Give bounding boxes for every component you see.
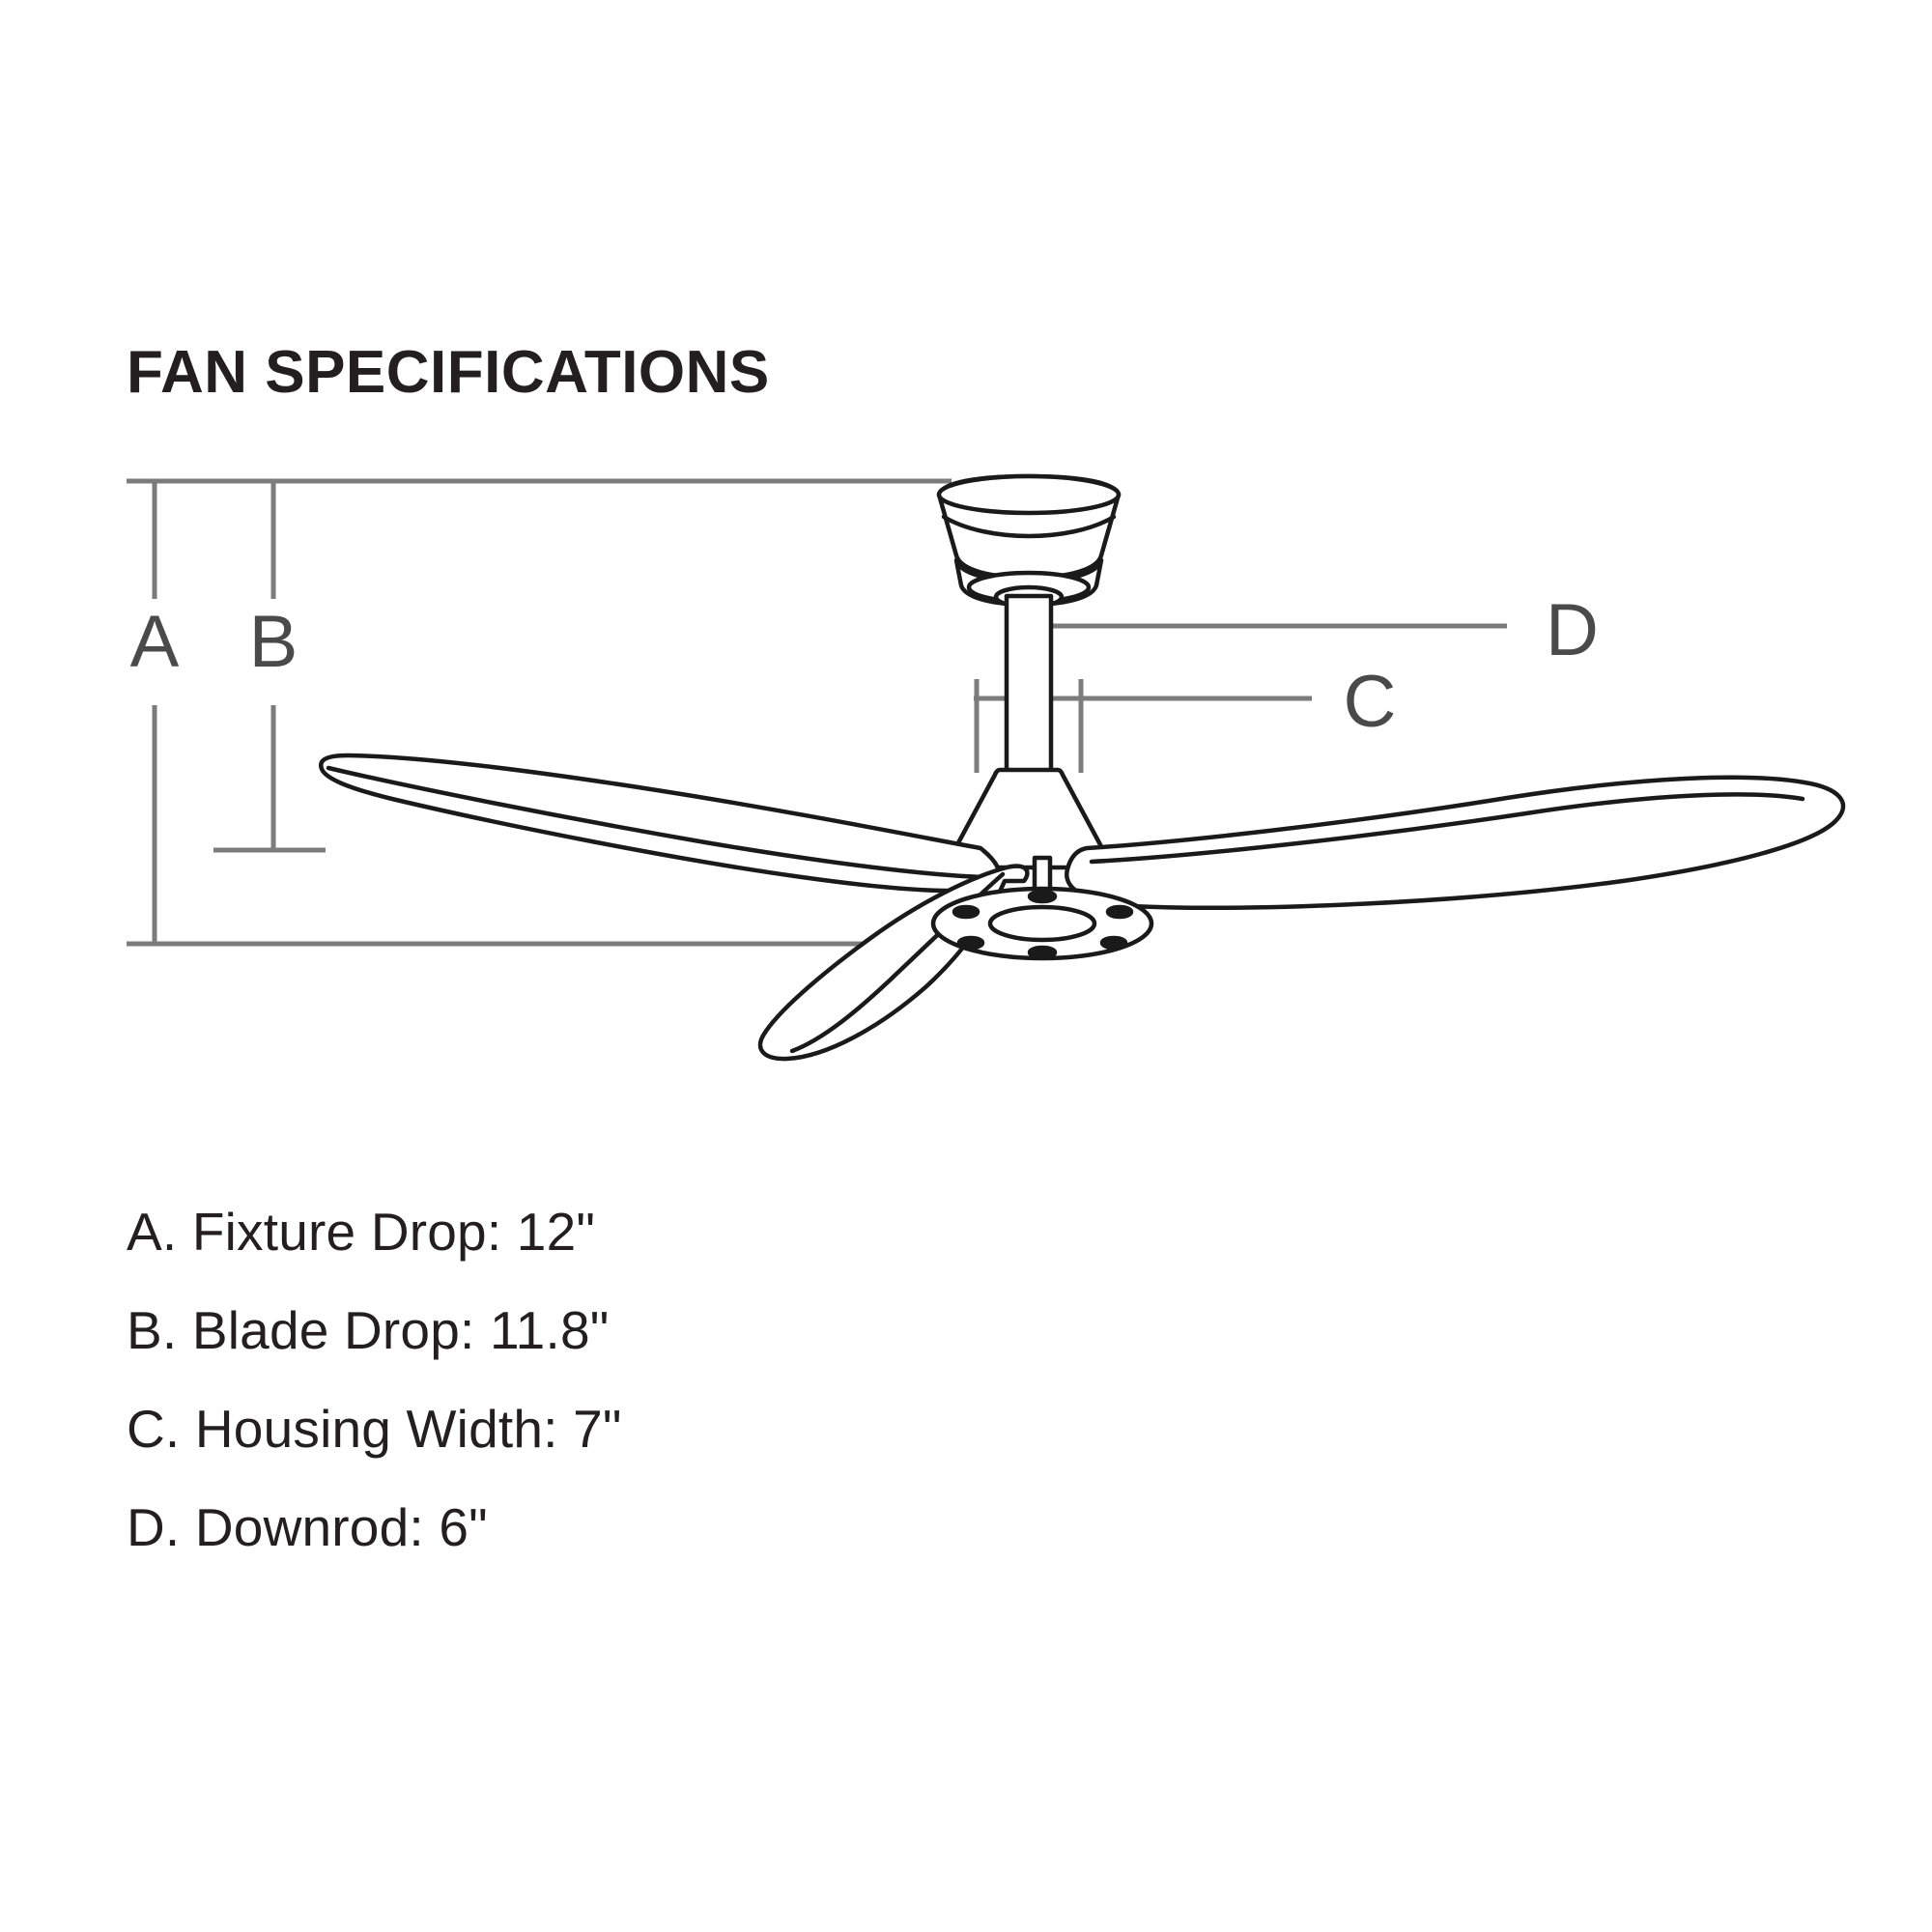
canopy-top-rim [936, 473, 1122, 516]
blade-left [319, 753, 1002, 894]
hub-bolt-hole [1027, 945, 1058, 960]
fan-illustration [319, 473, 1846, 1062]
spec-item-downrod: D. Downrod: 6" [127, 1497, 488, 1557]
ceiling-canopy [936, 473, 1122, 610]
callout-label-d: D [1546, 589, 1599, 671]
hub-plate-inner-ring [987, 904, 1097, 943]
hub-bolt-hole [1099, 935, 1128, 951]
hub-bolt-hole [1105, 904, 1134, 920]
callout-label-b: B [249, 601, 298, 683]
spec-item-housing-width: C. Housing Width: 7" [127, 1399, 622, 1459]
hub-bolt-hole [952, 904, 980, 920]
blade-left-crease [326, 765, 986, 880]
hub-bolt-hole [956, 935, 985, 951]
downrod [1004, 593, 1054, 776]
canopy-band-1 [941, 514, 1117, 539]
spec-item-blade-drop: B. Blade Drop: 11.8" [127, 1300, 610, 1360]
callout-label-a: A [130, 601, 180, 683]
hub-bolt-hole [1027, 889, 1058, 904]
callout-label-c: C [1344, 661, 1397, 743]
callout-labels: A B C D [130, 589, 1599, 743]
spec-list: A. Fixture Drop: 12" B. Blade Drop: 11.8… [127, 1206, 1093, 1600]
blade-right [1065, 775, 1846, 910]
blade-right-crease [1089, 792, 1805, 865]
page-title: FAN SPECIFICATIONS [127, 338, 770, 406]
hub-plate [930, 886, 1154, 961]
spec-item-fixture-drop: A. Fixture Drop: 12" [127, 1202, 596, 1262]
